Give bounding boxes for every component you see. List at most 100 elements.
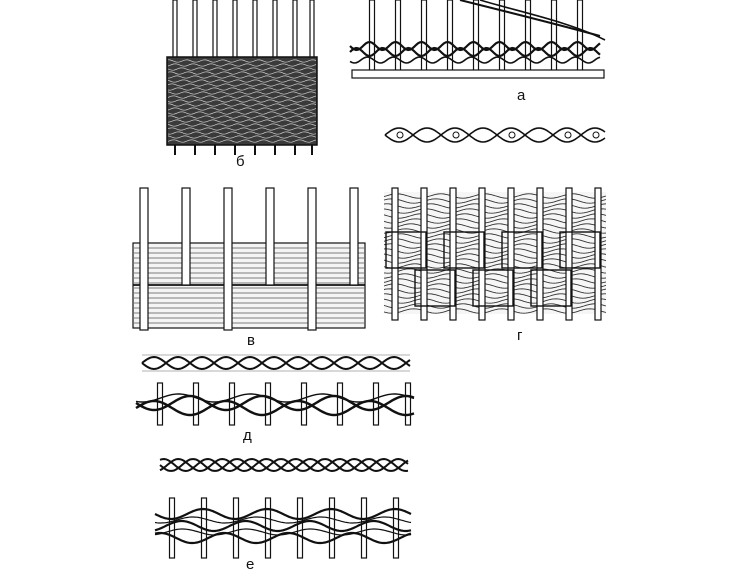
weave-block [559, 231, 601, 269]
upright-stake [232, 497, 240, 559]
weave-strand [167, 59, 317, 63]
weave-block [443, 231, 485, 269]
label-v: в [247, 332, 255, 349]
upright-stake [168, 497, 176, 559]
weave-strand [167, 95, 317, 99]
stake-section [452, 131, 460, 139]
weaver-rod [135, 399, 415, 417]
upright-stake [181, 187, 191, 286]
weaver-rod [154, 528, 412, 536]
rope-strand [159, 458, 409, 472]
upright-stake [265, 187, 275, 286]
weave-strand [167, 115, 317, 119]
twist-strand [384, 127, 606, 143]
weave-strand [167, 67, 317, 71]
upright-stake [550, 0, 558, 73]
stake-section [396, 131, 404, 139]
panel-g-basket-weave: г [383, 187, 607, 344]
upright-stake [449, 187, 457, 321]
weave-strand [167, 83, 317, 87]
upright-stake [565, 187, 573, 321]
upright-stake [232, 0, 238, 61]
upright-stake [472, 0, 480, 73]
weave-strand [167, 135, 317, 139]
weave-block [414, 269, 456, 307]
upright-stake [156, 382, 164, 426]
weave-block [530, 269, 572, 307]
weave-strand [167, 107, 317, 111]
upright-stake [446, 0, 454, 73]
weave-strand [167, 99, 316, 103]
weaver-rod [479, 0, 606, 41]
weave-strand [167, 111, 317, 115]
weave-strand [167, 75, 317, 79]
upright-stake [252, 0, 258, 61]
label-g: г [517, 327, 523, 344]
rope-strand [141, 355, 411, 371]
weaver-rod [135, 393, 415, 403]
label-e: е [246, 556, 254, 573]
panel-g-body [383, 187, 607, 321]
upright-stake [507, 187, 515, 321]
upright-stake [391, 187, 399, 321]
panel-d-weave [135, 382, 415, 426]
stake-section [592, 131, 600, 139]
weaver-rod [349, 40, 601, 52]
rope-strand [141, 355, 411, 371]
label-a: а [517, 87, 526, 104]
upright-stake [264, 382, 272, 426]
upright-stake [272, 0, 278, 61]
upright-stake [349, 187, 359, 286]
weave-strand [167, 119, 317, 123]
upright-stake [223, 187, 233, 331]
weaver-rod [349, 46, 601, 58]
weave-strand [167, 91, 317, 95]
weave-strand [167, 71, 317, 75]
weaver-rod [135, 394, 415, 412]
rope-strand [159, 457, 409, 473]
upright-stake [336, 382, 344, 426]
rope-strand [159, 457, 409, 473]
upright-stake [576, 0, 584, 73]
upright-stake [228, 382, 236, 426]
upright-stake [300, 382, 308, 426]
upright-stake [360, 497, 368, 559]
weave-strand [167, 139, 317, 143]
upright-stake [212, 0, 218, 61]
weave-strand [167, 63, 317, 67]
weave-block [472, 269, 514, 307]
weave-strand [167, 127, 317, 131]
upright-stake [404, 382, 412, 426]
upright-stake [172, 0, 178, 61]
label-b: б [236, 153, 245, 170]
panel-d-twined-weave: д [135, 354, 415, 444]
weave-strand [167, 87, 317, 91]
panel-a-base-rod [351, 69, 605, 79]
weaver-rod [154, 516, 412, 524]
upright-stake [420, 0, 428, 73]
twist-strand [384, 127, 606, 143]
upright-stake [139, 187, 149, 331]
panel-v-body [132, 187, 366, 331]
stake-section [564, 131, 572, 139]
panel-e-triple-weave: е [154, 457, 412, 573]
weaver-rod [154, 507, 412, 521]
upright-stake [536, 187, 544, 321]
upright-stake [309, 0, 315, 61]
weaver-rod [154, 519, 412, 533]
panel-a-twist-section [384, 127, 606, 143]
upright-stake [478, 187, 486, 321]
upright-stake [372, 382, 380, 426]
stake-section [508, 131, 516, 139]
upright-stake [524, 0, 532, 73]
panel-e-weave [154, 497, 412, 559]
upright-stake [292, 0, 298, 61]
label-d: д [243, 427, 252, 444]
upright-stake [420, 187, 428, 321]
panel-a-weaver-rows [349, 0, 606, 64]
upright-stake [192, 0, 198, 61]
weave-strand [167, 79, 317, 83]
panel-v-board-weave: в [132, 187, 366, 349]
panel-b-texture [167, 59, 317, 143]
